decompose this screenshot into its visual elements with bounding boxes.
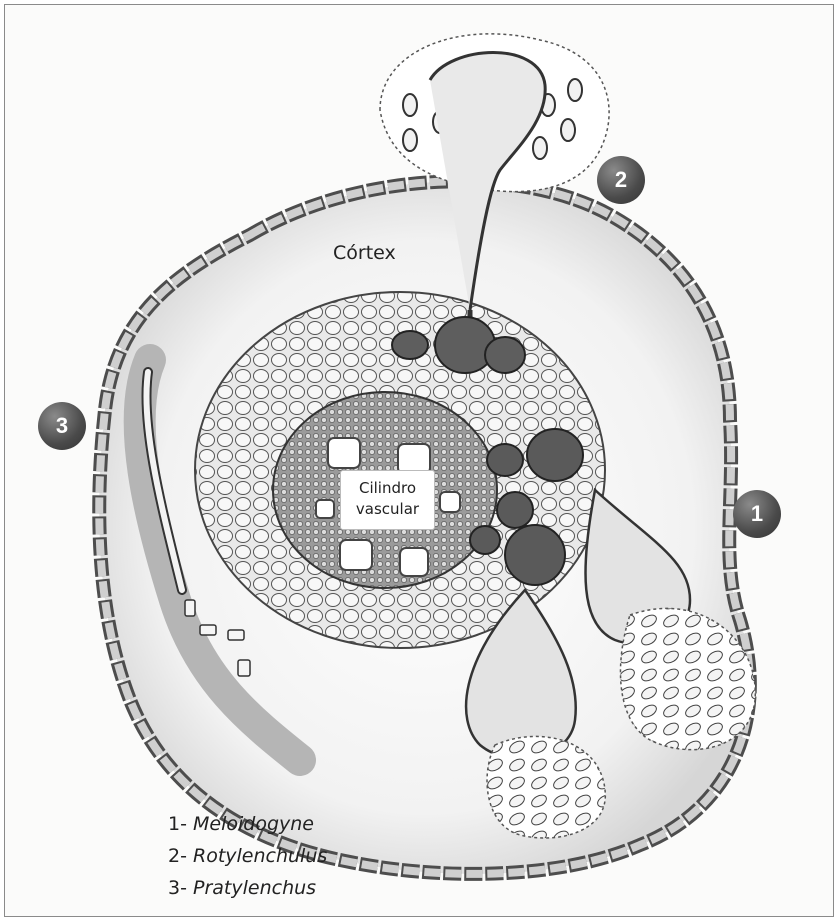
badge-1: 1 (733, 490, 781, 538)
badge-3: 3 (38, 402, 86, 450)
legend-item-pratylenchus: 3- Pratylenchus (168, 872, 327, 904)
vascular-cylinder-label: Cilindro vascular (340, 470, 435, 530)
legend-item-meloidogyne: 1- Meloidogyne (168, 808, 327, 840)
legend-item-rotylenchulus: 2- Rotylenchulus (168, 840, 327, 872)
cortex-label: Córtex (333, 242, 396, 264)
badge-2: 2 (597, 156, 645, 204)
legend: 1- Meloidogyne 2- Rotylenchulus 3- Praty… (168, 808, 327, 904)
